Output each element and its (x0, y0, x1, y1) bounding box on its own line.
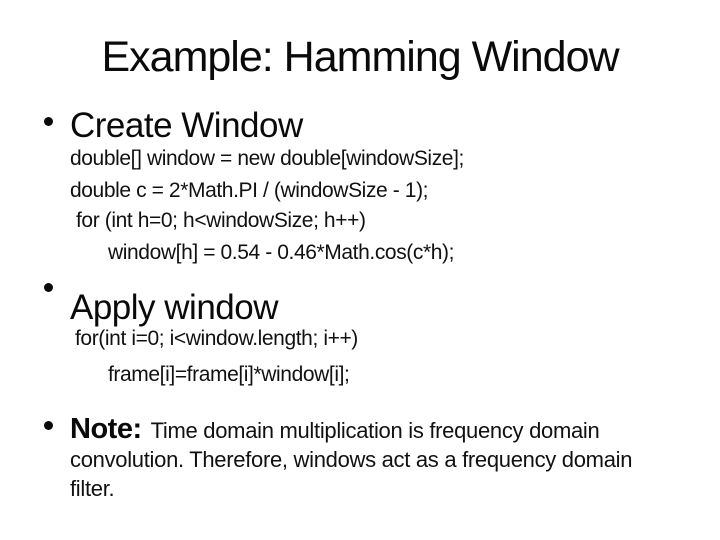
bullet-icon (44, 421, 53, 430)
note-paragraph: Note: Time domain multiplication is frequ… (70, 413, 600, 446)
code-line: double c = 2*Math.PI / (windowSize - 1); (70, 179, 429, 202)
code-line: frame[i]=frame[i]*window[i]; (108, 363, 350, 386)
slide-title: Example: Hamming Window (101, 33, 619, 81)
note-text-line: filter. (70, 476, 115, 501)
note-text-line: convolution. Therefore, windows act as a… (70, 447, 633, 472)
code-line: window[h] = 0.54 - 0.46*Math.cos(c*h); (108, 241, 455, 264)
note-text-line: Time domain multiplication is frequency … (150, 418, 600, 443)
note-label: Note: (70, 413, 142, 445)
code-line: double[] window = new double[windowSize]… (70, 147, 464, 170)
section-heading-create-window: Create Window (70, 106, 303, 145)
bullet-icon (44, 283, 53, 292)
section-heading-apply-window: Apply window (70, 288, 279, 327)
code-line: for (int h=0; h<windowSize; h++) (76, 209, 366, 232)
code-line: for(int i=0; i<window.length; i++) (75, 327, 358, 350)
bullet-icon (44, 117, 53, 126)
